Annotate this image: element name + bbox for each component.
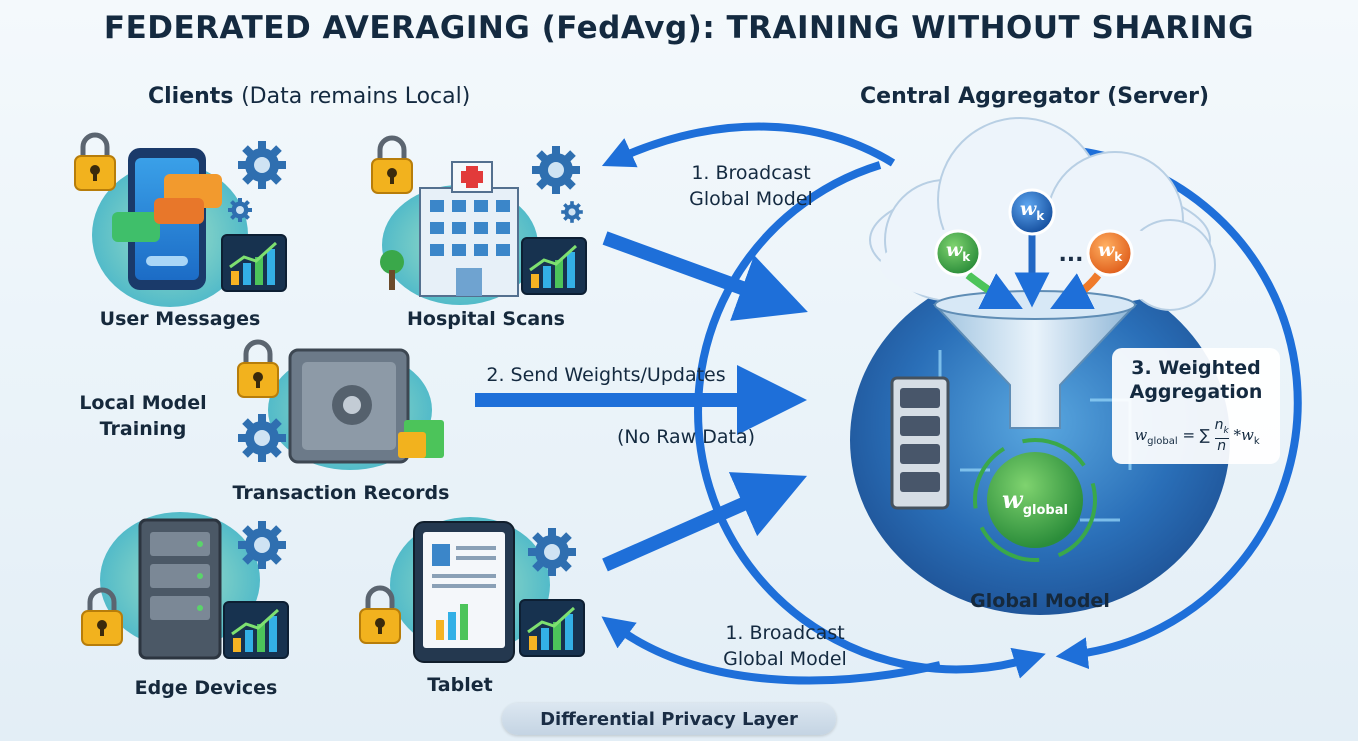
weight-ball-blue: [1008, 188, 1056, 236]
weight-label-orange: wk: [1097, 239, 1123, 264]
bar-chart-icon: [220, 233, 288, 293]
gear-icon: [561, 201, 583, 223]
server-rack-icon: [890, 376, 950, 510]
lock-icon: [82, 590, 122, 645]
global-weight-label: wglobal: [1002, 485, 1068, 518]
client-user-messages-illustration: [75, 135, 288, 307]
chat-bubble-icon: [154, 198, 204, 224]
aggregation-title: 3. Weighted Aggregation: [1129, 357, 1263, 403]
gear-icon: [228, 198, 252, 222]
bar-chart-icon: [222, 600, 290, 660]
lock-icon: [75, 135, 115, 190]
server-heading: Central Aggregator (Server): [860, 84, 1210, 109]
client-label-hospital: Hospital Scans: [406, 308, 565, 330]
server-cycle-arrow-left: [694, 161, 1046, 679]
client-label-user-messages: User Messages: [99, 308, 261, 330]
bar-chart-icon: [520, 236, 588, 296]
bar-chart-icon: [518, 598, 586, 658]
broadcast-label-top: 1. Broadcast Global Model: [689, 162, 813, 210]
page-title: FEDERATED AVERAGING (FedAvg): TRAINING W…: [103, 10, 1255, 46]
clients-heading-bold: Clients: [148, 84, 234, 109]
weight-label-green: wk: [945, 239, 971, 264]
weight-ball-orange: [1086, 229, 1134, 277]
global-model-label: Global Model: [970, 590, 1110, 612]
broadcast-label-bottom: 1. Broadcast Global Model: [723, 622, 847, 670]
upload-arrow-top: [602, 231, 808, 321]
upload-arrow-bottom: [602, 472, 808, 572]
gear-icon: [238, 521, 286, 569]
gear-icon: [532, 146, 580, 194]
broadcast-arrow-bottom: [601, 616, 941, 685]
no-raw-data-label: (No Raw Data): [616, 426, 756, 448]
gear-icon: [238, 414, 286, 462]
weight-ball-green: [934, 229, 982, 277]
differential-privacy-layer: Differential Privacy Layer: [502, 703, 836, 735]
clients-heading: Clients (Data remains Local): [148, 84, 470, 109]
client-label-transactions: Transaction Records: [232, 482, 450, 504]
aggregation-box: [1112, 348, 1280, 464]
lock-icon: [372, 138, 412, 193]
client-edge-illustration: [82, 512, 290, 660]
client-tablet-illustration: [360, 517, 586, 663]
clients-heading-rest: (Data remains Local): [241, 84, 471, 109]
gear-icon: [528, 528, 576, 576]
client-label-tablet: Tablet: [427, 674, 493, 696]
lock-icon: [238, 342, 278, 397]
client-transaction-illustration: [238, 342, 444, 470]
broadcast-arrow-top: [601, 122, 896, 168]
chat-bubble-icon: [112, 212, 160, 242]
gear-icon: [238, 141, 286, 189]
local-training-label: Local Model Training: [79, 392, 207, 440]
send-weights-label: 2. Send Weights/Updates: [486, 364, 726, 386]
weights-ellipsis: ...: [1058, 242, 1084, 267]
lock-icon: [360, 588, 400, 643]
client-hospital-illustration: [372, 138, 588, 305]
global-weight-ball: [987, 452, 1083, 548]
weight-label-blue: wk: [1019, 198, 1045, 223]
client-label-edge-devices: Edge Devices: [134, 677, 278, 699]
